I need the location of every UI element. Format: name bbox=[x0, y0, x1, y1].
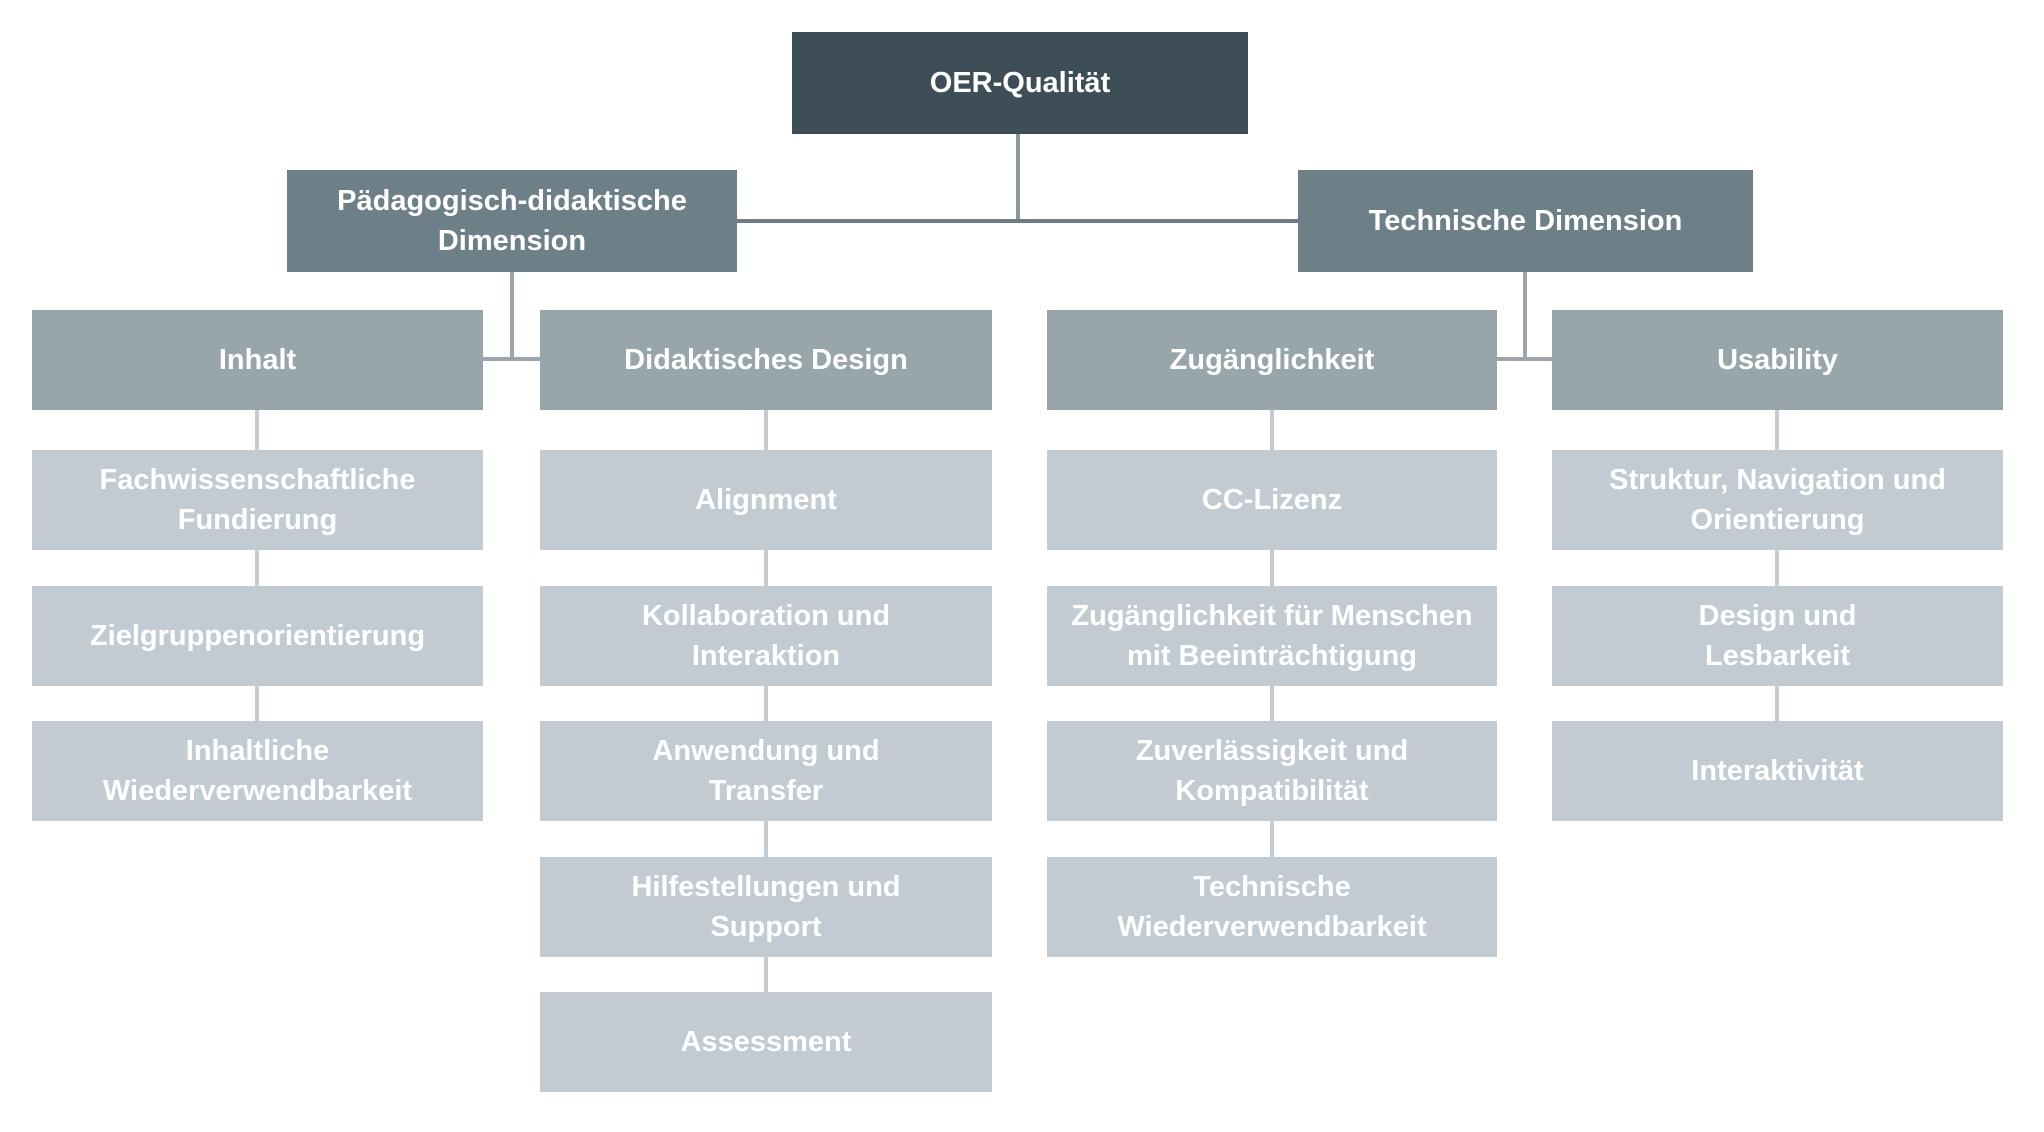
connector-col2-5 bbox=[764, 957, 768, 992]
connector-col4-2 bbox=[1775, 550, 1779, 586]
node-usability: Usability bbox=[1552, 310, 2003, 410]
node-cc-lizenz: CC-Lizenz bbox=[1047, 450, 1497, 550]
node-inhalt: Inhalt bbox=[32, 310, 483, 410]
node-technische-wiederverwendbarkeit: Technische Wiederverwendbarkeit bbox=[1047, 857, 1497, 957]
node-interaktivitaet: Interaktivität bbox=[1552, 721, 2003, 821]
node-alignment: Alignment bbox=[540, 450, 992, 550]
node-zugaenglichkeit: Zugänglichkeit bbox=[1047, 310, 1497, 410]
node-anwendung-und-transfer: Anwendung und Transfer bbox=[540, 721, 992, 821]
connector-col3-2 bbox=[1270, 550, 1274, 586]
connector-col4-3 bbox=[1775, 686, 1779, 721]
connector-col1-2 bbox=[255, 550, 259, 586]
node-zuverlaessigkeit-und-kompatibilitaet: Zuverlässigkeit und Kompatibilität bbox=[1047, 721, 1497, 821]
node-inhaltliche-wiederverwendbarkeit: Inhaltliche Wiederverwendbarkeit bbox=[32, 721, 483, 821]
connector-col1-1 bbox=[255, 410, 259, 450]
node-paedagogisch-didaktische-dimension: Pädagogisch-didaktische Dimension bbox=[287, 170, 737, 272]
connector-technical-vertical bbox=[1523, 272, 1527, 361]
node-zugaenglichkeit-fuer-menschen: Zugänglichkeit für Menschen mit Beeinträ… bbox=[1047, 586, 1497, 686]
node-technische-dimension: Technische Dimension bbox=[1298, 170, 1753, 272]
connector-col3-3 bbox=[1270, 686, 1274, 721]
node-zielgruppenorientierung: Zielgruppenorientierung bbox=[32, 586, 483, 686]
node-kollaboration-und-interaktion: Kollaboration und Interaktion bbox=[540, 586, 992, 686]
connector-col4-1 bbox=[1775, 410, 1779, 450]
connector-col2-1 bbox=[764, 410, 768, 450]
node-fachwissenschaftliche-fundierung: Fachwissenschaftliche Fundierung bbox=[32, 450, 483, 550]
connector-col3-4 bbox=[1270, 821, 1274, 857]
node-design-und-lesbarkeit: Design und Lesbarkeit bbox=[1552, 586, 2003, 686]
node-assessment: Assessment bbox=[540, 992, 992, 1092]
connector-root-vertical bbox=[1016, 134, 1020, 223]
connector-pedagogical-vertical bbox=[510, 272, 514, 361]
connector-col1-3 bbox=[255, 686, 259, 721]
node-didaktisches-design: Didaktisches Design bbox=[540, 310, 992, 410]
connector-col2-2 bbox=[764, 550, 768, 586]
node-oer-qualitaet: OER-Qualität bbox=[792, 32, 1248, 134]
connector-pedagogical-horizontal bbox=[483, 357, 540, 361]
connector-col2-3 bbox=[764, 686, 768, 721]
connector-col2-4 bbox=[764, 821, 768, 857]
node-hilfestellungen-und-support: Hilfestellungen und Support bbox=[540, 857, 992, 957]
connector-root-horizontal bbox=[737, 219, 1298, 223]
node-struktur-navigation-orientierung: Struktur, Navigation und Orientierung bbox=[1552, 450, 2003, 550]
connector-technical-horizontal bbox=[1497, 357, 1552, 361]
connector-col3-1 bbox=[1270, 410, 1274, 450]
